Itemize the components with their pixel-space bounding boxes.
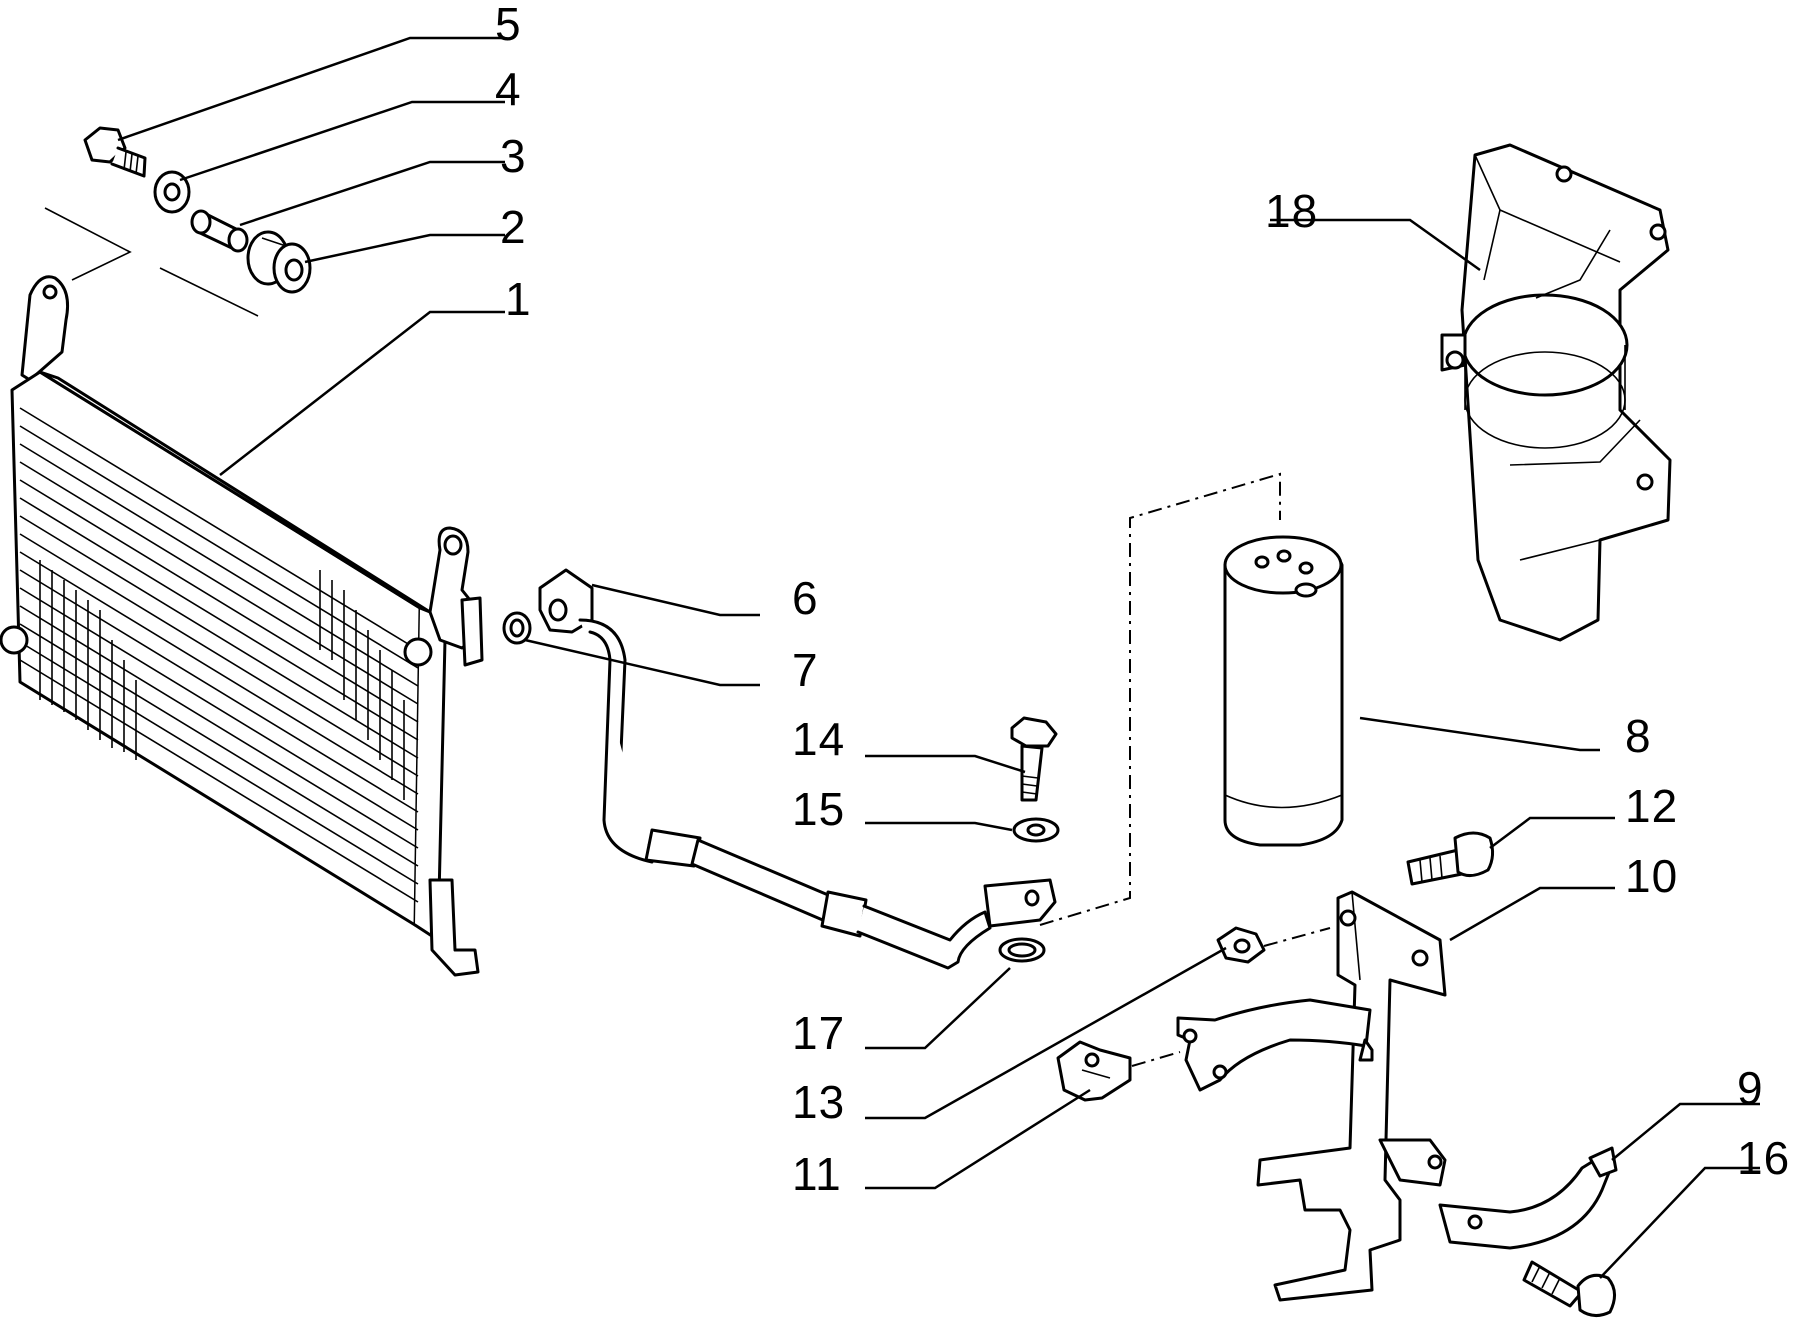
callout-15: 15 (792, 783, 845, 835)
receiver-drier-part-8 (1223, 535, 1344, 847)
callout-3: 3 (500, 130, 527, 182)
bolt-part-14 (1010, 716, 1058, 802)
condenser (0, 207, 484, 977)
callout-4: 4 (495, 63, 522, 115)
washer-part-4 (153, 170, 191, 214)
strap-part-9 (1438, 1146, 1618, 1250)
washer-part-15 (1012, 817, 1060, 843)
bolt-part-12 (1406, 831, 1495, 886)
callout-16: 16 (1737, 1132, 1790, 1184)
callout-12: 12 (1625, 780, 1678, 832)
o-ring-part-7 (502, 611, 532, 645)
o-ring-part-17 (998, 937, 1046, 963)
callout-6: 6 (792, 572, 819, 624)
callout-13: 13 (792, 1076, 845, 1128)
leader-lines (117, 36, 1760, 1279)
callout-7: 7 (792, 644, 819, 696)
mount-bracket-part-10 (1176, 890, 1447, 1302)
callout-labels: 5 4 3 2 1 18 6 7 14 15 8 12 10 17 13 11 … (495, 0, 1790, 1200)
callout-1: 1 (505, 273, 532, 325)
bracket-part-18 (1440, 143, 1672, 642)
callout-8: 8 (1625, 710, 1652, 762)
bolt-part-5 (83, 126, 147, 178)
callout-17: 17 (792, 1007, 845, 1059)
callout-9: 9 (1737, 1062, 1764, 1114)
bolt-part-16 (1522, 1260, 1616, 1317)
callout-11: 11 (792, 1148, 842, 1200)
callout-14: 14 (792, 713, 845, 765)
callout-18: 18 (1265, 185, 1318, 237)
callout-5: 5 (495, 0, 522, 50)
refrigerant-line-part-6 (538, 472, 1281, 970)
clip-part-11 (1056, 1040, 1181, 1102)
bushing-part-2 (246, 230, 312, 294)
sleeve-part-3 (190, 209, 249, 253)
nut-part-13 (1216, 926, 1331, 964)
callout-2: 2 (500, 201, 527, 253)
callout-10: 10 (1625, 850, 1678, 902)
